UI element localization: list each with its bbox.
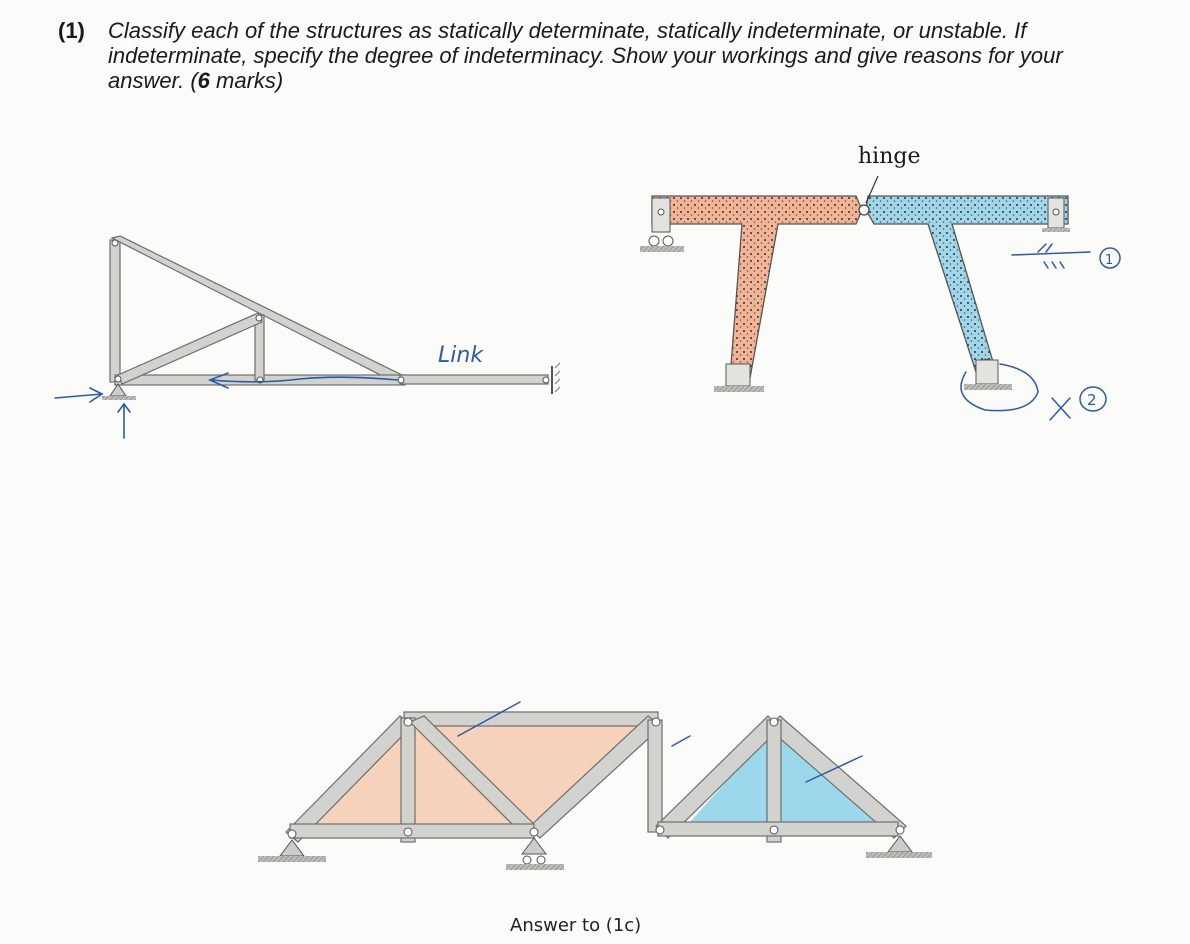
handwritten-link-label: Link [438, 343, 484, 368]
frame-left-orange [651, 195, 863, 379]
handwritten-annotations-b [960, 243, 1121, 421]
hinge-leader-line [865, 175, 879, 204]
answer-caption: Answer to (1c) [510, 915, 642, 936]
blue-shaded-region [690, 728, 880, 822]
pin-support-c-right [866, 835, 932, 858]
figure-b-frames: 1 2 [640, 175, 1121, 421]
pin-support-bottom-left [714, 363, 764, 392]
truss-member-left-vertical [109, 239, 121, 383]
figure-c-truss [258, 701, 932, 870]
frame-right-blue [865, 195, 1069, 373]
question-text: Classify each of the structures as stati… [108, 18, 1063, 93]
support-right-top [1042, 197, 1070, 232]
truss-member-diagonal [117, 312, 263, 385]
question-number: (1) [58, 18, 85, 43]
handwritten-annotations-a [54, 372, 399, 439]
link-member [399, 374, 549, 385]
wall-support-right [551, 362, 561, 394]
figure-a-truss: Link [54, 235, 561, 439]
hinge-pin [858, 204, 870, 216]
marks-value: 6 [197, 68, 210, 93]
pin-support-bottom-right [964, 358, 1012, 390]
pin-support-left [102, 383, 136, 400]
member-vertical-right [647, 719, 663, 833]
handwritten-annotations-c [457, 701, 863, 783]
annotation-circle-2: 2 [1087, 391, 1097, 409]
pin-support-c-left [258, 839, 326, 862]
member-top-chord [403, 711, 659, 727]
hinge-label: hinge [858, 144, 921, 169]
roller-support-c-middle [506, 837, 564, 870]
roller-support-left [640, 197, 684, 252]
question-block: (1) Classify each of the structures as s… [58, 18, 1138, 93]
annotation-circle-1: 1 [1105, 253, 1113, 268]
